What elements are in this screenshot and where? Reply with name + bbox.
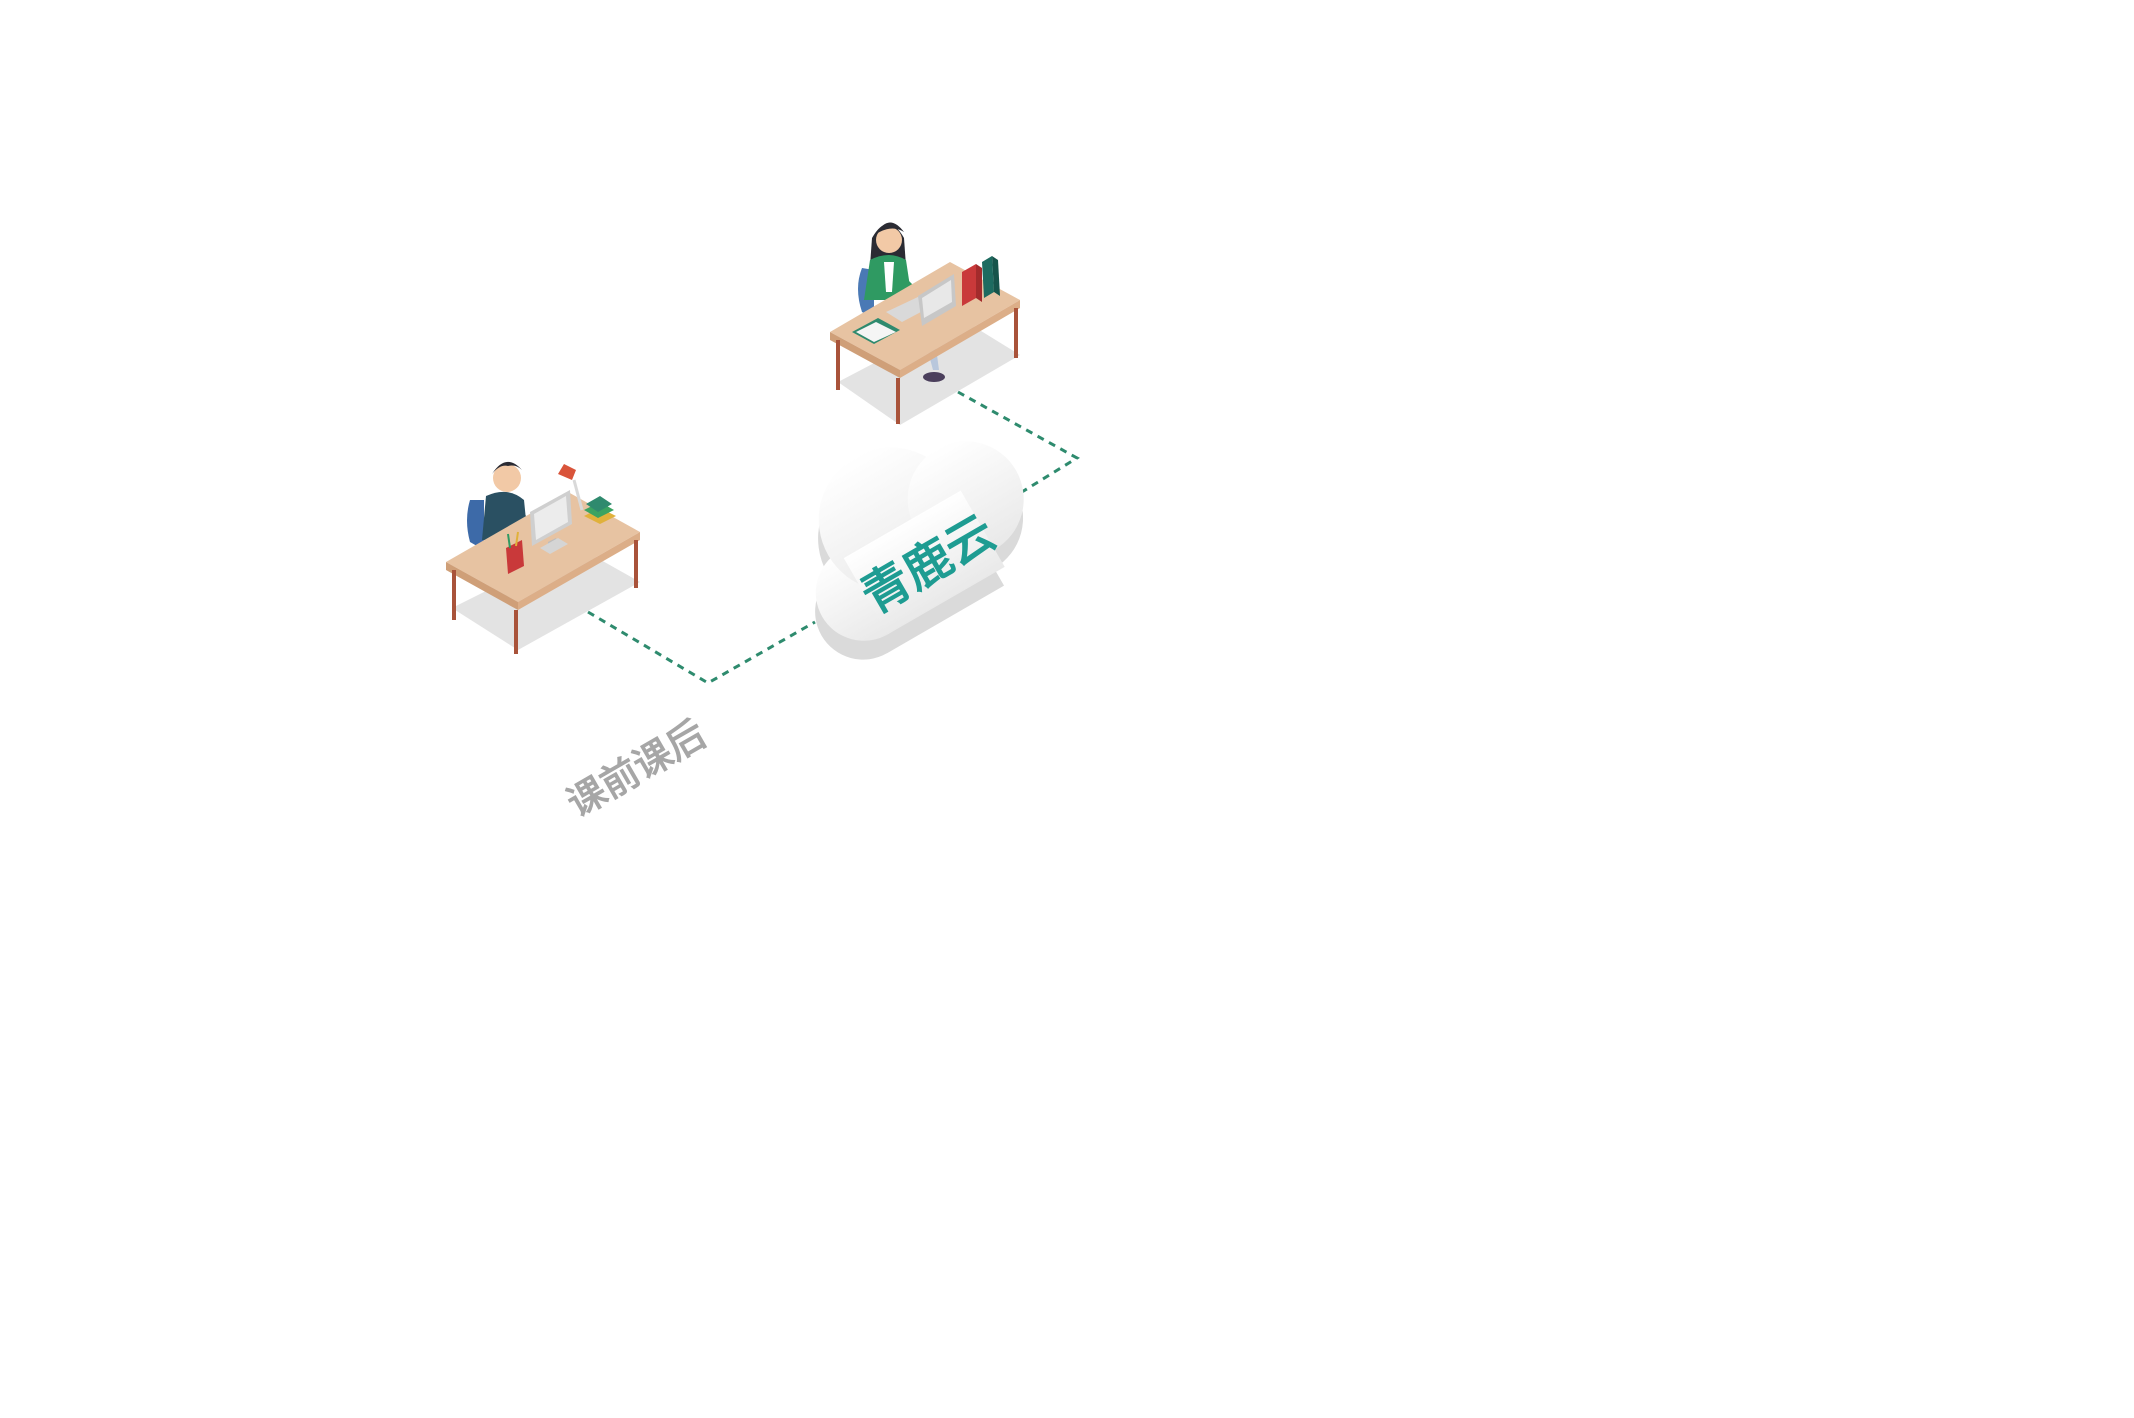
connector-student-cloud: [587, 610, 816, 685]
cloud-node: 青鹿云: [815, 441, 1024, 660]
student-at-desk-icon: [446, 461, 640, 654]
teacher-at-desk-icon: [830, 222, 1020, 425]
connector-teacher-cloud: [957, 390, 1080, 497]
teacher-workstation: [830, 222, 1020, 425]
section-label: 课前课后: [560, 712, 714, 826]
student-workstation: [446, 461, 640, 654]
